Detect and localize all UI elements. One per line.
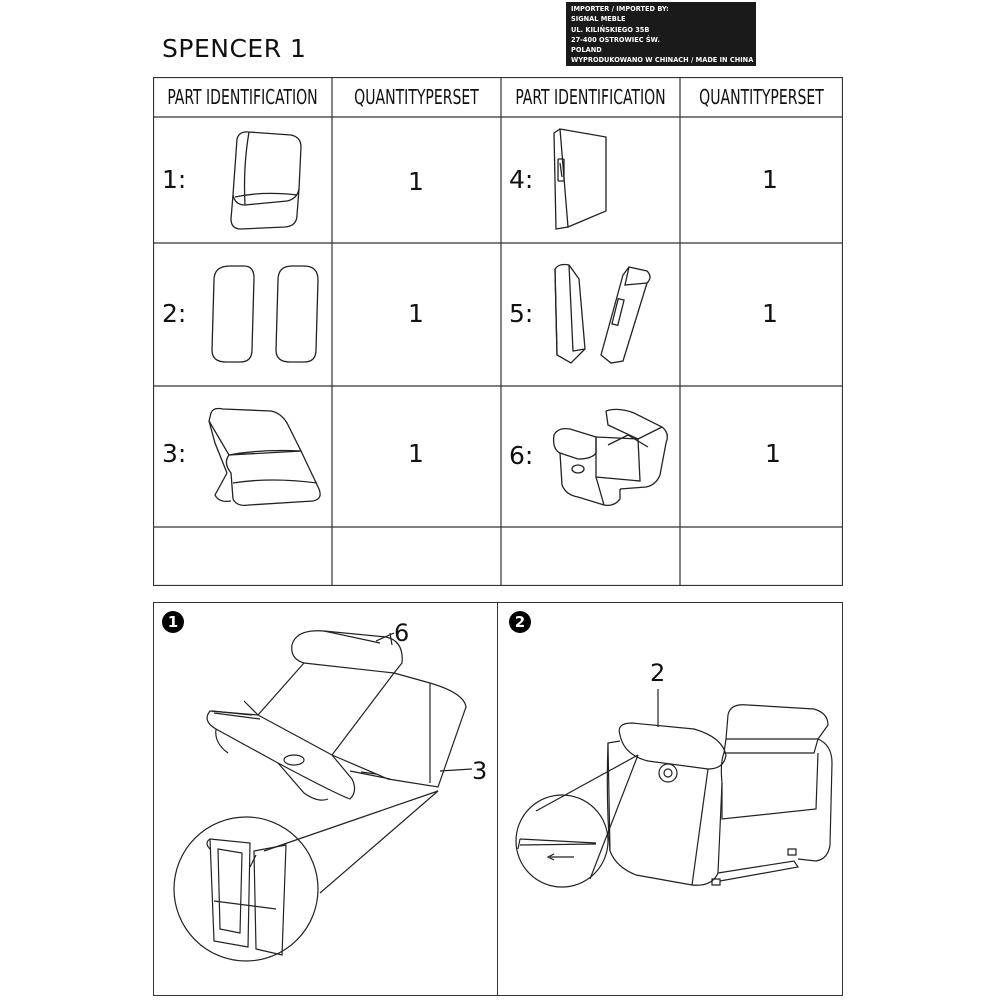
step-1-panel: 1 6 3 — [153, 602, 498, 996]
part-index: 5: — [509, 299, 534, 328]
table-grid — [153, 77, 843, 586]
part-quantity: 1 — [762, 165, 778, 194]
step-number-badge: 1 — [162, 611, 184, 633]
step-1-illustration — [154, 603, 497, 995]
part-index: 4: — [509, 165, 534, 194]
frame-base-icon — [548, 405, 672, 517]
callout-label: 3 — [472, 757, 488, 785]
importer-line: UL. KILIŃSKIEGO 35B — [571, 25, 650, 34]
part-index: 1: — [162, 165, 187, 194]
importer-line: 27-400 OSTROWIEC ŚW. — [571, 35, 660, 44]
part-index: 6: — [509, 441, 534, 470]
part-quantity: 1 — [765, 439, 781, 468]
part-quantity: 1 — [408, 439, 424, 468]
step-number-badge: 2 — [509, 611, 531, 633]
part-index: 3: — [162, 439, 187, 468]
arm-panels-icon — [549, 259, 659, 371]
part-index: 2: — [162, 299, 187, 328]
step-2-illustration — [498, 603, 842, 995]
part-quantity: 1 — [408, 167, 424, 196]
part-quantity: 1 — [408, 299, 424, 328]
importer-label: IMPORTER / IMPORTED BY: SIGNAL MEBLE UL.… — [566, 2, 756, 66]
seat-footrest-icon — [201, 403, 329, 519]
header-quantity-per-set: QUANTITYPERSET — [354, 85, 479, 109]
importer-line: IMPORTER / IMPORTED BY: — [571, 5, 669, 13]
side-panel-icon — [548, 125, 618, 235]
product-title: SPENCER 1 — [162, 34, 307, 63]
armrest-pads-icon — [208, 260, 328, 370]
importer-line: SIGNAL MEBLE — [571, 15, 626, 24]
header-quantity-per-set: QUANTITYPERSET — [699, 85, 824, 109]
header-part-identification: PART IDENTIFICATION — [515, 85, 666, 109]
header-part-identification: PART IDENTIFICATION — [167, 85, 318, 109]
part-quantity: 1 — [762, 299, 778, 328]
parts-table: PART IDENTIFICATION QUANTITYPERSET PART … — [153, 77, 843, 586]
importer-line: POLAND — [571, 46, 602, 55]
step-2-panel: 2 2 — [497, 602, 843, 996]
callout-label: 6 — [394, 619, 410, 647]
backrest-icon — [223, 127, 313, 237]
callout-label: 2 — [650, 659, 666, 687]
importer-line: WYPRODUKOWANO W CHINACH / MADE IN CHINA — [571, 56, 754, 65]
